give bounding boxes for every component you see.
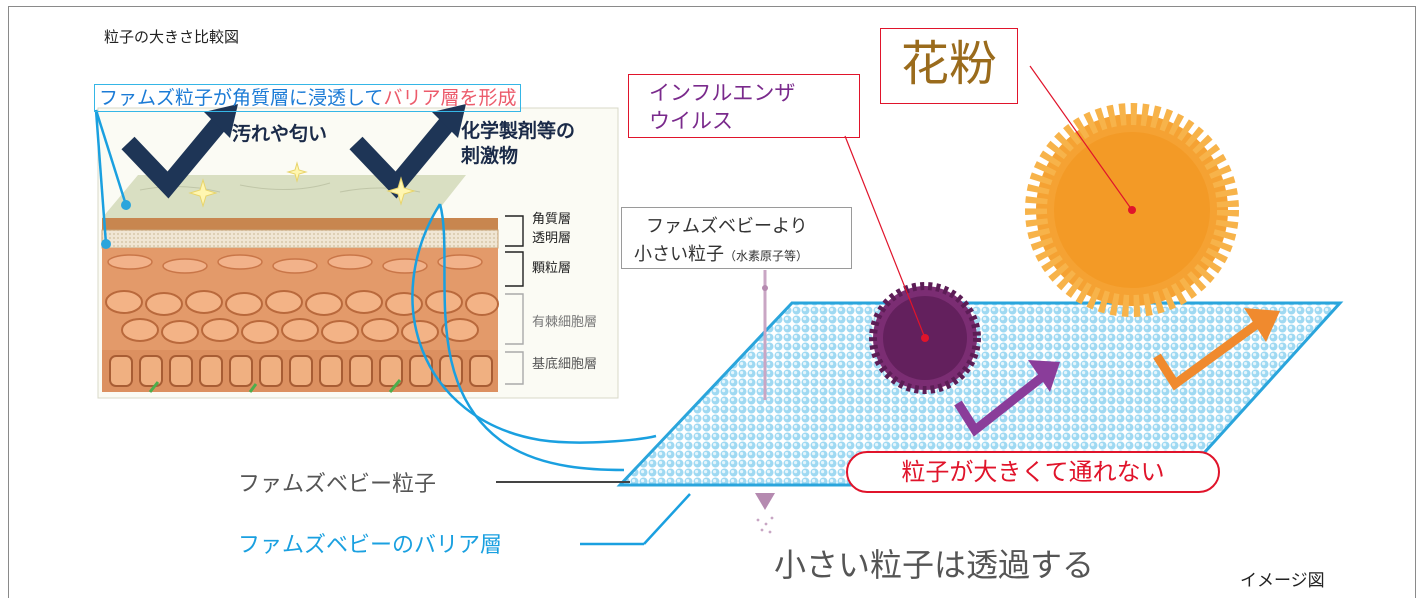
layer-label-spinous: 有棘細胞層 — [532, 315, 598, 330]
pollen-bounce-arrow — [1153, 308, 1280, 391]
cannot-pass-text: 粒子が大きくて通れない — [901, 458, 1165, 486]
headline-main: ファムズ粒子が角質層に浸透して — [99, 87, 384, 109]
layer-label-horny: 角質層 — [532, 212, 572, 227]
clear-layer-band — [101, 229, 499, 249]
pollutant-label-chemical-line2: 刺激物 — [461, 145, 519, 167]
layer-brackets — [505, 215, 524, 385]
figure-caption: 粒子の大きさ比較図 — [104, 28, 240, 46]
skin-surface — [102, 175, 466, 218]
layer-label-granular: 顆粒層 — [532, 261, 572, 276]
pollen-label: 花粉 — [900, 36, 997, 92]
layer-label-basal: 基底細胞層 — [532, 357, 598, 372]
sparkle-icons — [188, 161, 416, 208]
pollen-pointer — [1029, 65, 1133, 211]
pollutant-arrow-dirt — [121, 104, 238, 199]
pollen-icon — [1025, 103, 1239, 317]
barrier-dot-lower — [101, 239, 111, 249]
influenza-label: インフルエンザ ウイルス — [649, 81, 796, 133]
influenza-pointer — [844, 135, 926, 339]
pollen-label-box: 花粉 — [880, 28, 1018, 104]
layer-label-clear: 透明層 — [532, 231, 572, 246]
influenza-bounce-arrow — [954, 360, 1060, 437]
particle-label: ファムズベビー粒子 — [238, 472, 437, 497]
barrier-layer-label: ファムズベビーのバリア層 — [238, 533, 503, 558]
horny-layer-band — [102, 218, 498, 230]
passes-through-label: 小さい粒子は透過する — [774, 546, 1095, 584]
pollutant-label-chemical: 化学製剤等の 刺激物 — [461, 119, 575, 169]
figure-frame — [8, 6, 1416, 598]
small-particle-box: ファムズベビーより 小さい粒子（水素原子等） — [621, 207, 852, 269]
small-particle-line1: ファムズベビーより — [646, 216, 808, 237]
pass-through-dots — [756, 516, 774, 534]
barrier-dot-upper — [121, 200, 131, 210]
small-particle-note: （水素原子等） — [724, 249, 809, 263]
image-note: イメージ図 — [1240, 571, 1325, 591]
pollutant-arrow-chemical — [349, 104, 466, 199]
small-particle-line2: 小さい粒子 — [634, 244, 724, 265]
headline-accent: バリア層を形成 — [383, 87, 517, 109]
influenza-label-box: インフルエンザ ウイルス — [628, 74, 860, 138]
small-particle-line2-wrap: 小さい粒子（水素原子等） — [634, 240, 808, 266]
cannot-pass-callout: 粒子が大きくて通れない — [846, 451, 1220, 493]
pollutant-label-dirt: 汚れや匂い — [232, 123, 328, 145]
pass-through-arrow — [755, 493, 775, 510]
pollutant-label-chemical-line1: 化学製剤等の — [461, 120, 576, 142]
barrier-callout-lines — [94, 109, 691, 546]
barrier-headline: ファムズ粒子が角質層に浸透してバリア層を形成 — [94, 84, 522, 112]
